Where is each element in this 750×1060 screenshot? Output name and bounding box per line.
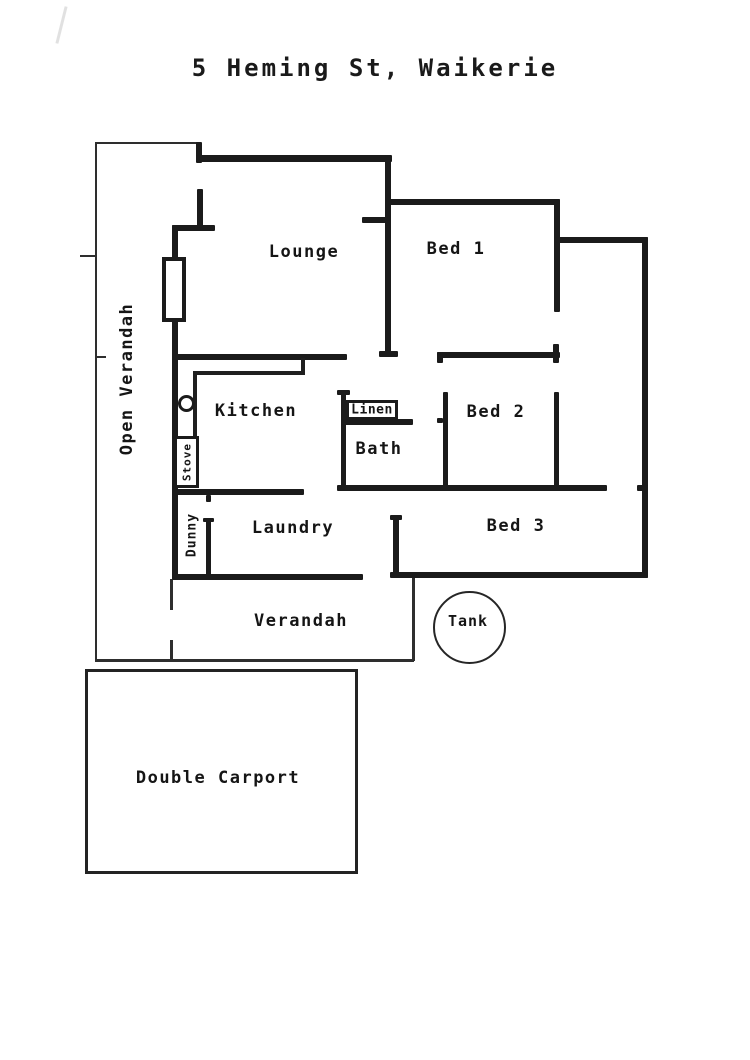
linen-box	[346, 400, 398, 420]
wall-lounge-right	[385, 155, 391, 357]
kitchen-bench-right-return	[301, 358, 305, 375]
wall-bed3-left	[393, 516, 399, 576]
tank-label: Tank	[447, 612, 489, 630]
verandah-post-line-lower	[170, 640, 173, 661]
wall-hall-right-cap	[553, 344, 559, 363]
room-label-lounge: Lounge	[268, 242, 340, 262]
wall-bed2-left	[443, 392, 448, 489]
wall-setback-top	[556, 237, 648, 243]
tick-mark	[96, 356, 106, 358]
wall-entry-stub-horizontal	[172, 225, 215, 231]
kitchen-bench-top	[193, 371, 305, 375]
stove-label: Stove	[180, 442, 194, 482]
wall-laundry-bottom	[172, 574, 363, 580]
wall-bath-left	[341, 391, 346, 490]
dunny-label: Dunny	[184, 512, 200, 558]
wall-laundry-top	[172, 489, 304, 495]
room-label-laundry: Laundry	[251, 518, 335, 538]
wall-dunny-stub	[206, 495, 211, 502]
wall-linen-bottom	[342, 419, 413, 425]
verandah-bottom-edge	[95, 659, 414, 662]
wall-left	[172, 225, 178, 577]
hot-water-circle	[178, 395, 195, 412]
room-label-kitchen: Kitchen	[214, 401, 298, 421]
window-symbol	[162, 257, 186, 322]
scan-artifact	[55, 6, 68, 44]
wall-bed1-right	[554, 199, 560, 312]
wall-bed2-right	[554, 392, 559, 489]
stove-box	[174, 436, 199, 488]
wall-entry-stub-vertical	[197, 189, 203, 228]
room-label-bed2: Bed 2	[466, 402, 526, 422]
wall-bed1-top	[388, 199, 560, 205]
carport-outline	[85, 669, 358, 874]
door-tick-lounge	[362, 217, 388, 223]
room-label-bed3: Bed 3	[486, 516, 546, 536]
wall-outer-right	[642, 237, 648, 578]
wall-hall-left-cap	[437, 352, 443, 363]
wall-top-left-stub	[196, 142, 202, 163]
door-tick-bed2	[437, 418, 443, 423]
wall-lounge-bottom	[172, 354, 347, 360]
tick-mark	[80, 255, 97, 257]
wall-dunny-right	[206, 519, 211, 577]
tank-circle	[433, 591, 506, 664]
room-label-bed1: Bed 1	[426, 239, 486, 259]
linen-label: Linen	[351, 402, 393, 418]
carport-label: Double Carport	[135, 768, 301, 788]
open-verandah-top-edge	[95, 142, 201, 144]
wall-bottom-right	[390, 572, 648, 578]
page-title: 5 Heming St, Waikerie	[191, 54, 559, 82]
open-verandah-label: Open Verandah	[117, 302, 137, 456]
wall-lounge-right-cap	[379, 351, 398, 357]
wall-hall	[437, 352, 560, 358]
room-label-bath: Bath	[355, 439, 403, 459]
verandah-label: Verandah	[254, 611, 348, 631]
wall-bed3-top	[337, 485, 607, 491]
kitchen-bench-left-return	[193, 371, 197, 437]
verandah-post-line-upper	[170, 579, 173, 610]
wall-bed3-top-right-piece	[637, 485, 648, 491]
open-verandah-left-edge	[95, 142, 97, 661]
wall-top	[196, 155, 392, 162]
verandah-right-edge	[412, 578, 415, 661]
